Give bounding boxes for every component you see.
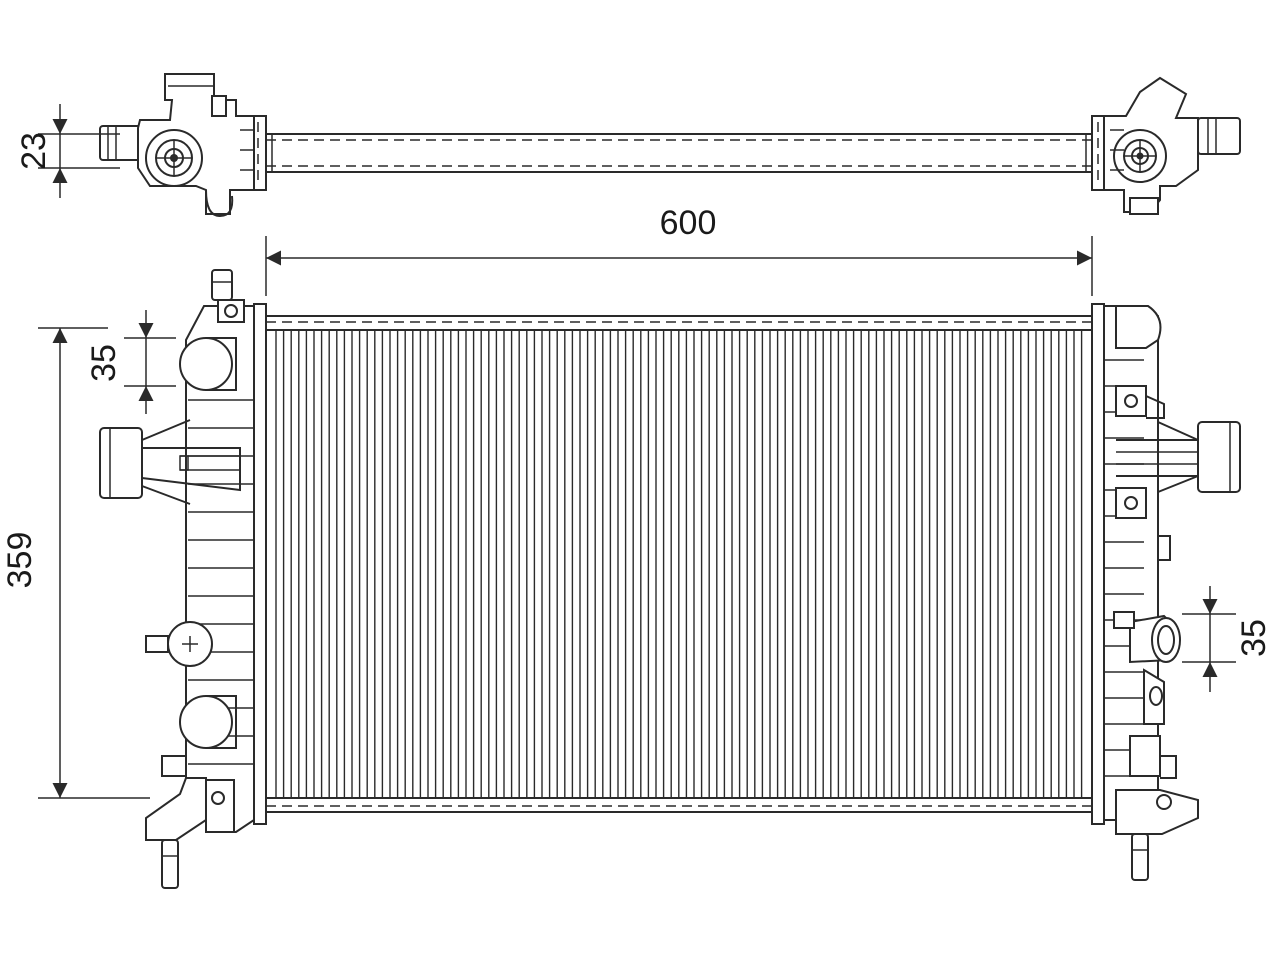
dimension-upper-left-port: 35 — [85, 310, 176, 414]
lower-left-pipe — [179, 695, 233, 749]
core-fins — [275, 330, 1083, 798]
right-side-outlet — [1197, 421, 1241, 493]
dimension-top-pipe-label: 23 — [15, 132, 53, 170]
dimension-lower-right-port: 35 — [1182, 586, 1273, 692]
dimension-height-label: 359 — [1, 532, 39, 589]
dimension-height: 359 — [1, 327, 150, 799]
dimension-top-pipe: 23 — [15, 104, 120, 198]
top-view-left-tank — [99, 73, 267, 218]
left-mounting-pin — [161, 839, 179, 889]
dimension-width-label: 600 — [660, 204, 717, 242]
top-view-tube — [265, 133, 1093, 173]
radiator-core — [265, 315, 1093, 813]
left-end-tank — [99, 269, 255, 889]
right-end-tank — [1103, 305, 1241, 881]
dimension-lower-right-port-label: 35 — [1235, 619, 1273, 657]
right-mounting-pin — [1131, 833, 1149, 881]
dimension-upper-left-port-label: 35 — [85, 344, 123, 382]
top-view: 23 — [15, 73, 1241, 218]
upper-left-pipe — [179, 337, 233, 391]
dimension-width: 600 — [265, 204, 1093, 296]
left-side-inlet — [99, 427, 143, 499]
top-view-right-tank — [1091, 76, 1241, 215]
front-view: 359 35 35 — [1, 269, 1273, 889]
